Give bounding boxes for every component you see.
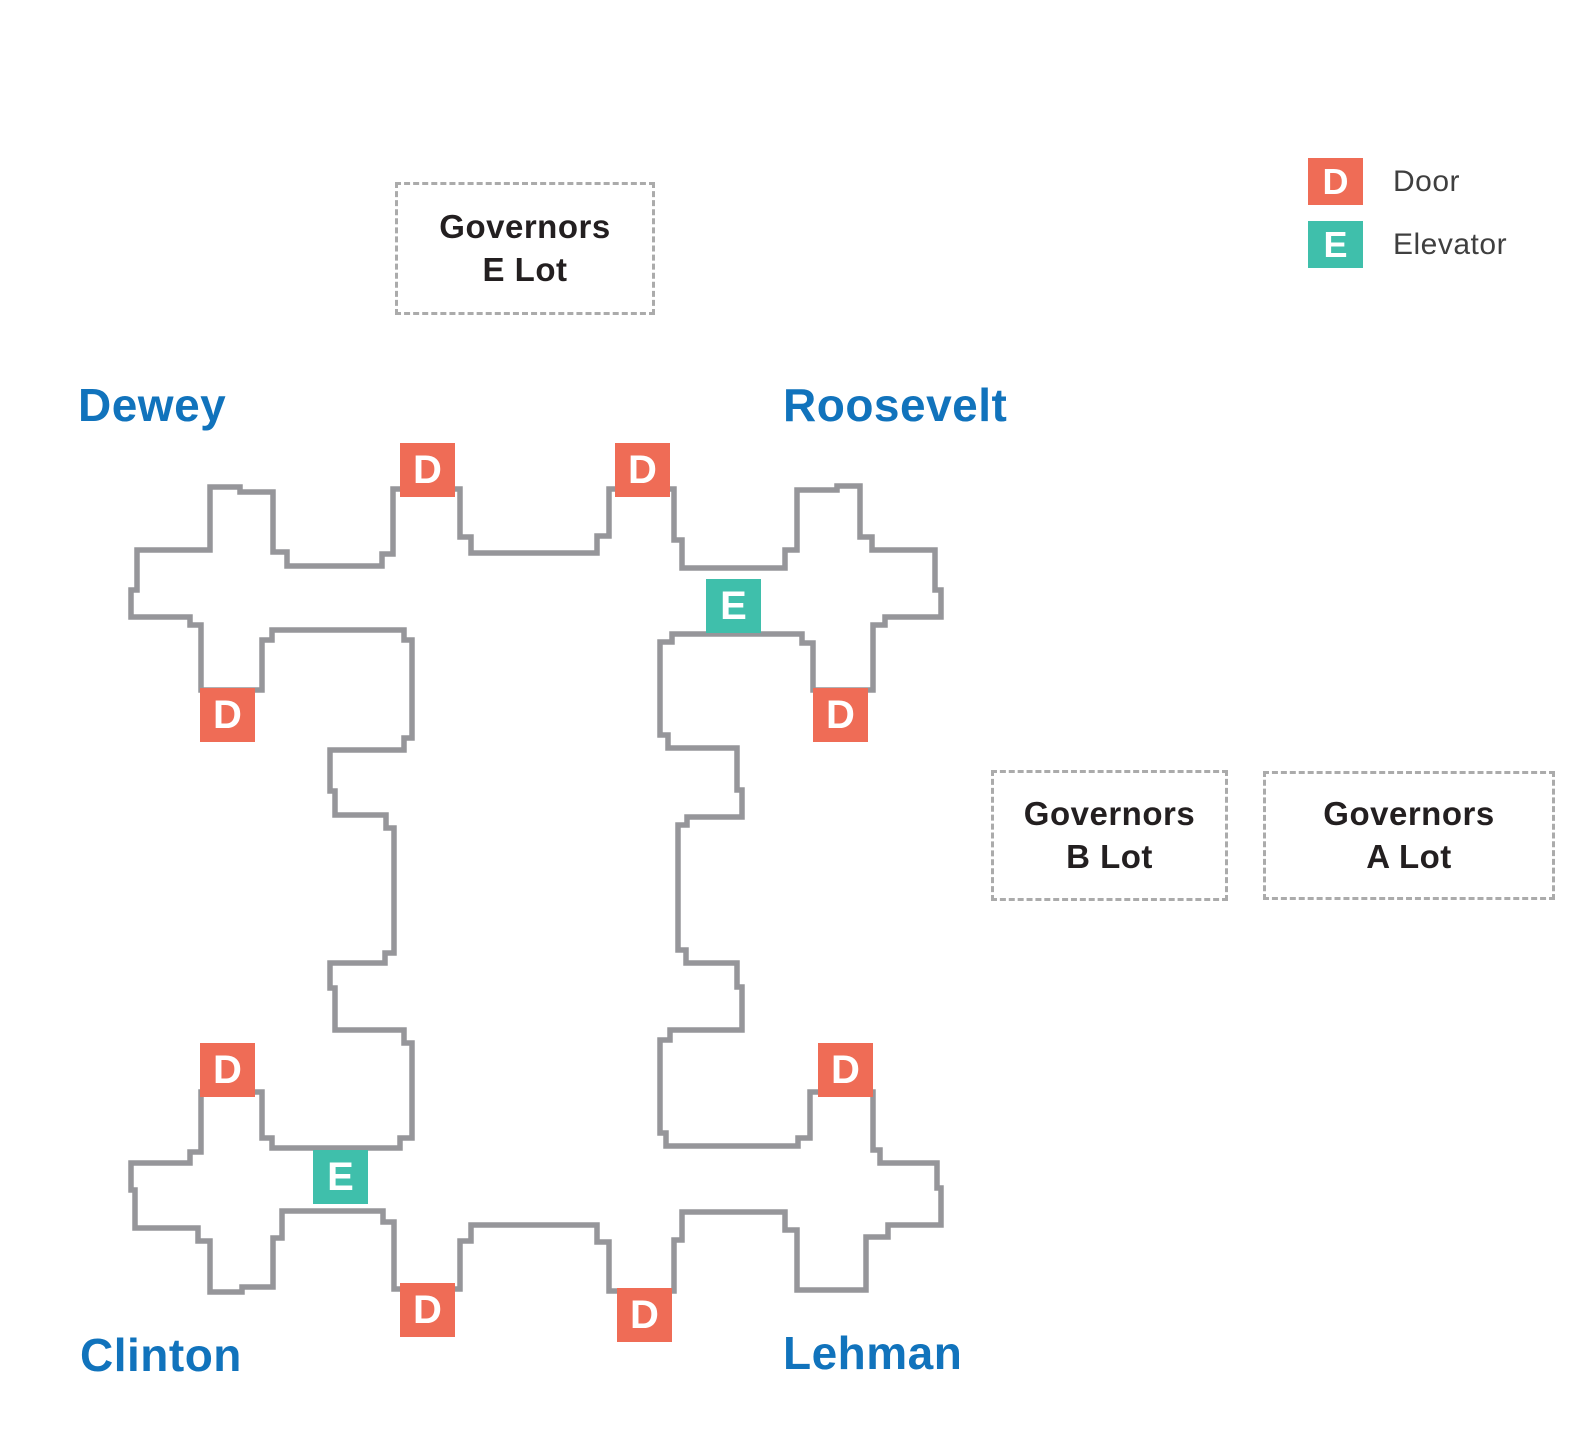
elevator-marker: E <box>706 579 761 633</box>
parking-lot-b: Governors B Lot <box>991 770 1228 901</box>
hall-label-lehman: Lehman <box>783 1327 963 1379</box>
door-marker: D <box>200 688 255 742</box>
door-marker: D <box>400 1283 455 1337</box>
parking-lot-name-line2: A Lot <box>1366 837 1452 875</box>
door-marker: D <box>818 1043 873 1097</box>
legend: D Door E Elevator <box>1308 158 1507 268</box>
parking-lot-name-line1: Governors <box>1023 795 1196 833</box>
door-icon: D <box>1308 158 1363 205</box>
hall-label-roosevelt: Roosevelt <box>783 379 1008 431</box>
elevator-icon: E <box>1308 221 1363 268</box>
door-marker: D <box>813 688 868 742</box>
door-marker: D <box>617 1288 672 1342</box>
parking-lot-e: Governors E Lot <box>395 182 655 315</box>
building-footprint-path <box>128 483 944 1295</box>
parking-lot-name-line1: Governors <box>439 208 611 246</box>
door-marker: D <box>400 443 455 497</box>
parking-lot-name-line2: B Lot <box>1066 837 1153 875</box>
parking-lot-name-line1: Governors <box>1323 795 1495 833</box>
legend-label-door: Door <box>1393 164 1461 198</box>
parking-lot-a: Governors A Lot <box>1263 771 1555 900</box>
legend-row-door: D Door <box>1308 158 1507 205</box>
parking-lot-name-line2: E Lot <box>482 250 568 288</box>
elevator-marker: E <box>313 1150 368 1204</box>
legend-row-elevator: E Elevator <box>1308 221 1507 268</box>
door-marker: D <box>615 443 670 497</box>
hall-label-dewey: Dewey <box>78 379 227 431</box>
hall-label-clinton: Clinton <box>80 1329 242 1381</box>
legend-label-elevator: Elevator <box>1393 227 1508 261</box>
door-marker: D <box>200 1043 255 1097</box>
